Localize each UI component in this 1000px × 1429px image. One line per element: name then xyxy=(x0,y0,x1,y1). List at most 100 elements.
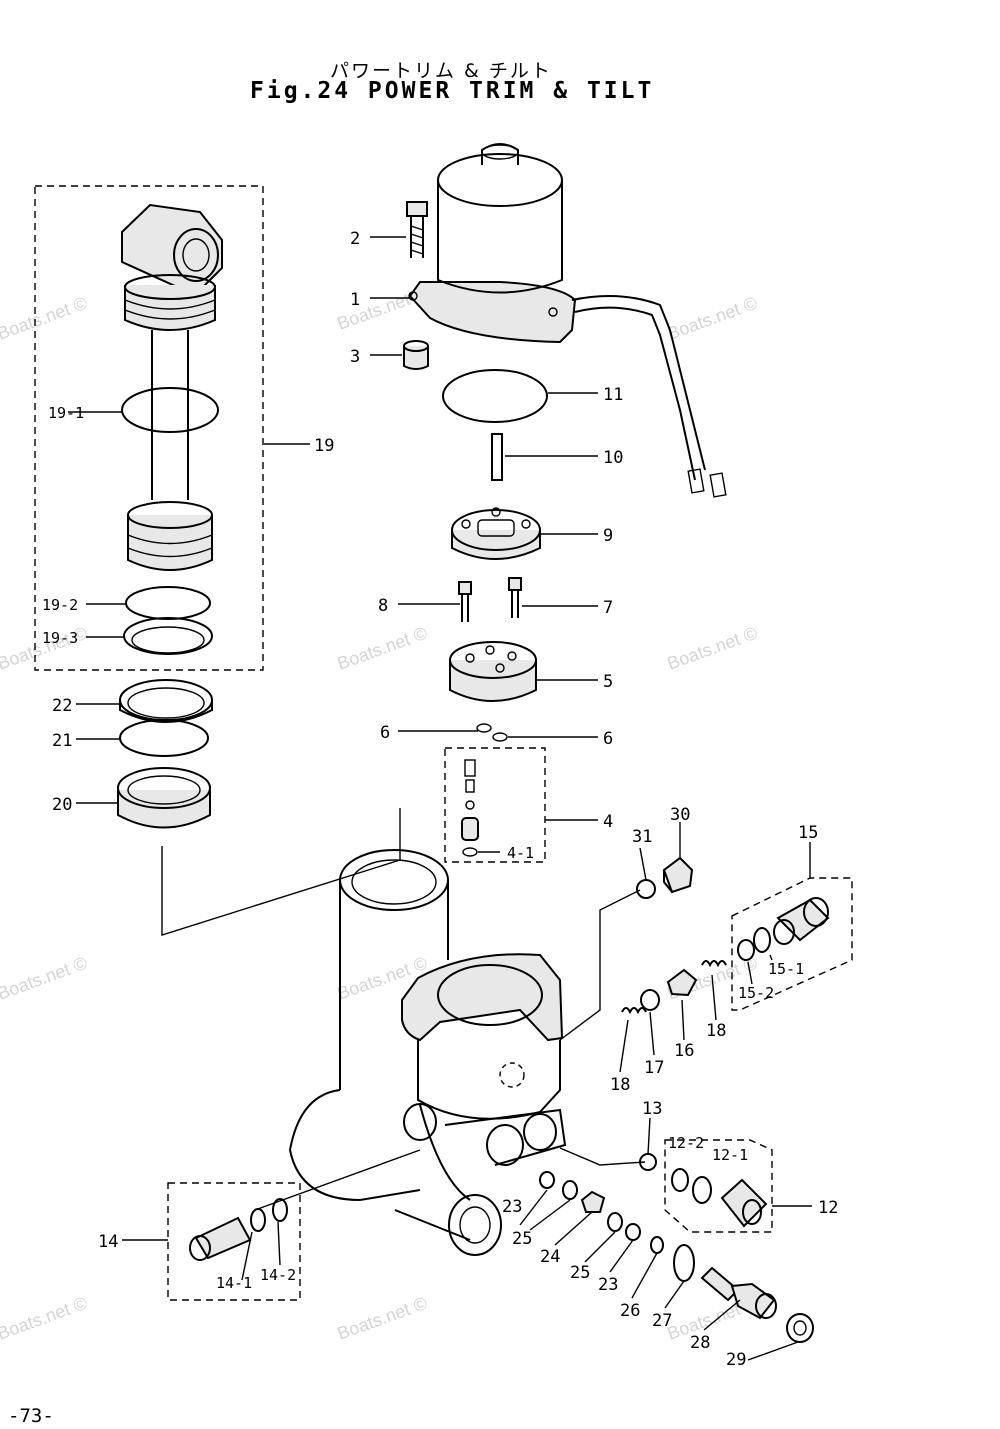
callout-21: 21 xyxy=(52,731,72,751)
callout-18-left: 18 xyxy=(610,1075,630,1095)
part-o-ring-26[interactable] xyxy=(650,1236,664,1254)
figure-title-japanese: パワートリム & チルト xyxy=(330,60,552,82)
part-ring-17[interactable] xyxy=(640,989,660,1011)
callout-19: 19 xyxy=(314,436,334,456)
callout-18-right: 18 xyxy=(706,1021,726,1041)
part-pump-plate[interactable] xyxy=(451,507,541,560)
part-o-ring-6[interactable] xyxy=(476,723,492,733)
callout-22: 22 xyxy=(52,696,72,716)
part-plug-30[interactable] xyxy=(662,856,694,894)
callout-23-left: 23 xyxy=(502,1197,522,1217)
assembly-line xyxy=(559,889,641,1041)
part-cylinder-collar-20[interactable] xyxy=(117,767,211,829)
callout-11: 11 xyxy=(603,385,623,405)
part-spring-18[interactable] xyxy=(701,960,727,968)
callout-20: 20 xyxy=(52,795,72,815)
callout-3: 3 xyxy=(350,347,360,367)
callout-28: 28 xyxy=(690,1333,710,1353)
part-o-ring-15-2[interactable] xyxy=(737,939,755,961)
part-valve-assembly-15[interactable] xyxy=(731,877,853,1011)
callout-labels: 2 1 3 11 10 9 8 7 5 6 6 4 4-1 19-1 19 19… xyxy=(42,229,838,1370)
callout-19-2: 19-2 xyxy=(42,596,78,614)
callout-10: 10 xyxy=(603,448,623,468)
part-valve-24[interactable] xyxy=(580,1190,606,1213)
part-o-ring-6[interactable] xyxy=(492,732,508,742)
callout-8: 8 xyxy=(378,596,388,616)
part-screw-7[interactable] xyxy=(508,577,522,618)
part-spring-25[interactable] xyxy=(562,1180,578,1200)
part-ring-22[interactable] xyxy=(119,679,213,723)
part-tilt-cylinder-group[interactable] xyxy=(34,185,264,671)
callout-31: 31 xyxy=(632,827,652,847)
part-washer-23[interactable] xyxy=(539,1171,555,1189)
callout-14: 14 xyxy=(98,1232,118,1252)
leader-lines xyxy=(68,236,812,1361)
callout-19-3: 19-3 xyxy=(42,629,78,647)
part-valve-assembly-12[interactable] xyxy=(664,1139,773,1233)
callout-19-1: 19-1 xyxy=(48,404,84,422)
callout-24: 24 xyxy=(540,1247,560,1267)
assembly-line xyxy=(559,1147,646,1166)
part-main-housing[interactable] xyxy=(288,849,567,1256)
callout-5: 5 xyxy=(603,672,613,692)
callout-15: 15 xyxy=(798,823,818,843)
part-o-ring-12-1[interactable] xyxy=(692,1176,712,1204)
callout-13: 13 xyxy=(642,1099,662,1119)
callout-4: 4 xyxy=(603,812,613,832)
part-valve-body[interactable] xyxy=(449,641,537,702)
figure-title: Fig.24 POWER TRIM & TILT xyxy=(250,78,655,104)
callout-14-2: 14-2 xyxy=(260,1266,296,1284)
callout-30: 30 xyxy=(670,805,690,825)
watermark: Boats.net © xyxy=(665,623,760,674)
callout-1: 1 xyxy=(350,290,360,310)
part-o-ring-21[interactable] xyxy=(119,719,209,757)
callout-14-1: 14-1 xyxy=(216,1274,252,1292)
callout-9: 9 xyxy=(603,526,613,546)
part-bolt[interactable] xyxy=(406,201,428,258)
callout-12-1: 12-1 xyxy=(712,1146,748,1164)
part-o-ring-19-1[interactable] xyxy=(121,387,219,433)
callout-25-right: 25 xyxy=(570,1263,590,1283)
callout-25-left: 25 xyxy=(512,1229,532,1249)
part-spring-25[interactable] xyxy=(607,1212,623,1232)
callout-12-2: 12-2 xyxy=(668,1134,704,1152)
watermarks: Boats.net © Boats.net © Boats.net © Boat… xyxy=(0,283,760,1344)
callout-15-2: 15-2 xyxy=(738,984,774,1002)
watermark: Boats.net © xyxy=(335,1293,430,1344)
part-ring-19-2[interactable] xyxy=(125,586,211,620)
part-o-ring-15-1[interactable] xyxy=(753,927,771,953)
callout-12: 12 xyxy=(818,1198,838,1218)
part-ring-19-3[interactable] xyxy=(123,617,213,655)
watermark: Boats.net © xyxy=(0,293,90,344)
watermark: Boats.net © xyxy=(335,623,430,674)
part-screw-8[interactable] xyxy=(458,581,472,622)
watermark: Boats.net © xyxy=(665,293,760,344)
part-valve-kit[interactable] xyxy=(444,747,546,863)
part-spring-18[interactable] xyxy=(621,1007,647,1015)
part-ring-29[interactable] xyxy=(786,1313,814,1343)
part-valve-16[interactable] xyxy=(666,968,698,997)
part-o-ring-11[interactable] xyxy=(442,369,548,423)
part-washer-23[interactable] xyxy=(625,1223,641,1241)
callout-26: 26 xyxy=(620,1301,640,1321)
callout-15-1: 15-1 xyxy=(768,960,804,978)
part-motor[interactable] xyxy=(408,143,727,498)
part-o-ring-12-2[interactable] xyxy=(671,1168,689,1192)
assembly-line xyxy=(254,1149,421,1211)
assembly-line xyxy=(161,808,401,936)
callout-16: 16 xyxy=(674,1041,694,1061)
callout-27: 27 xyxy=(652,1311,672,1331)
part-collar[interactable] xyxy=(403,340,429,370)
callout-7: 7 xyxy=(603,598,613,618)
callout-6-right: 6 xyxy=(603,729,613,749)
page-number: -73- xyxy=(8,1405,54,1427)
callout-4-1: 4-1 xyxy=(507,844,534,862)
part-o-ring-31[interactable] xyxy=(636,879,656,899)
part-shaft[interactable] xyxy=(491,433,503,481)
part-manual-valve-28[interactable] xyxy=(700,1266,777,1320)
callout-29: 29 xyxy=(726,1350,746,1370)
callout-2: 2 xyxy=(350,229,360,249)
callout-17: 17 xyxy=(644,1058,664,1078)
part-o-ring-27[interactable] xyxy=(673,1244,695,1282)
